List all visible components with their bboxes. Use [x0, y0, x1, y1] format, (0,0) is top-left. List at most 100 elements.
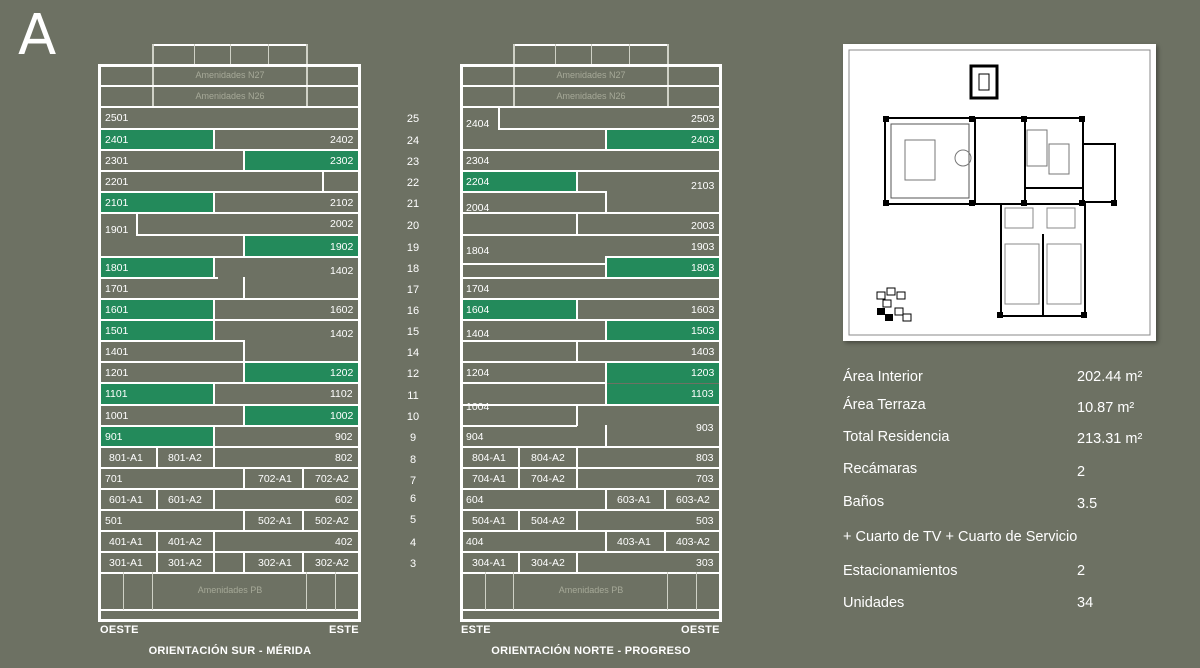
unit-1503-available[interactable]	[607, 321, 719, 340]
unit-label: 302-A1	[258, 557, 292, 569]
unit-2403-available[interactable]	[607, 130, 719, 149]
stat-recamaras-label: Recámaras	[843, 461, 918, 477]
unit-label: 603-A1	[617, 494, 651, 506]
unit-label: 2404	[466, 118, 490, 130]
floor-number: 17	[406, 284, 420, 296]
unit-label: 401-A2	[168, 536, 202, 548]
unit-label: 304-A2	[531, 557, 565, 569]
unit-label: 504-A2	[531, 515, 565, 527]
floor-number: 18	[406, 263, 420, 275]
stat-banos-label: Baños	[843, 494, 885, 510]
unit-label: 303	[696, 557, 714, 569]
north-left-direction: ESTE	[461, 624, 491, 636]
stat-extras-label: + Cuarto de TV + Cuarto de Servicio	[843, 529, 1078, 545]
north-orientation-title: ORIENTACIÓN NORTE - PROGRESO	[491, 645, 691, 657]
stat-area-interior-label: Área Interior	[843, 369, 923, 385]
unit-label: 603-A2	[676, 494, 710, 506]
floor-number: 25	[406, 113, 420, 125]
unit-label: 1903	[691, 241, 715, 253]
floor-number: 21	[406, 198, 420, 210]
tower-letter: A	[18, 3, 57, 68]
stat-banos-value: 3.5	[1077, 496, 1098, 512]
unit-label: 2403	[691, 134, 715, 146]
south-orientation-title: ORIENTACIÓN SUR - MÉRIDA	[148, 645, 312, 657]
unit-label: 702-A1	[258, 473, 292, 485]
unit-label: 501	[105, 515, 123, 527]
unit-1604-available[interactable]	[463, 300, 576, 319]
floor-number: 10	[406, 411, 420, 423]
floor-number: 15	[406, 326, 420, 338]
unit-label: 1001	[105, 410, 129, 422]
stat-estacionamientos-label: Estacionamientos	[843, 563, 958, 579]
unit-label: 2302	[330, 155, 354, 167]
unit-1801-available[interactable]	[101, 258, 213, 277]
unit-label: 1404	[466, 328, 490, 340]
unit-label: 1604	[466, 304, 490, 316]
unit-label: 1601	[105, 304, 129, 316]
unit-1601-available[interactable]	[101, 300, 213, 319]
unit-label: 2103	[691, 180, 715, 192]
unit-label: 704-A1	[472, 473, 506, 485]
unit-label: 804-A1	[472, 452, 506, 464]
south-elevation: Amenidades N27 Amenidades N26 Amenidades…	[0, 0, 400, 668]
floor-number: 11	[407, 390, 419, 402]
floor-number: 16	[406, 305, 420, 317]
unit-label: 1804	[466, 245, 490, 257]
unit-label: 2002	[330, 218, 354, 230]
unit-label: 1103	[691, 388, 714, 400]
unit-label: 2401	[105, 134, 129, 146]
unit-2101-available[interactable]	[101, 193, 213, 212]
unit-901-available[interactable]	[101, 427, 213, 446]
floor-number-column: 25 24 23 22 21 20 19 18 17 16 15 14 12 1…	[398, 0, 428, 668]
amenidades-pb: Amenidades PB	[197, 585, 263, 595]
unit-1101-available[interactable]	[101, 384, 213, 404]
unit-label: 1602	[330, 304, 354, 316]
unit-1803-available[interactable]	[607, 258, 719, 277]
amenidades-n27: Amenidades N27	[195, 70, 265, 80]
floor-number: 24	[406, 135, 420, 147]
unit-label: 802	[335, 452, 353, 464]
unit-label: 1202	[330, 367, 354, 379]
unit-2401-available[interactable]	[101, 130, 213, 149]
unit-label: 803	[696, 452, 714, 464]
unit-1202-available[interactable]	[245, 363, 358, 382]
floor-number: 6	[409, 493, 417, 505]
amenidades-pb: Amenidades PB	[558, 585, 624, 595]
south-right-direction: ESTE	[329, 624, 359, 636]
amenidades-n26: Amenidades N26	[556, 91, 626, 101]
unit-label: 2301	[105, 155, 129, 167]
unit-2302-available[interactable]	[245, 151, 358, 170]
unit-label: 2102	[330, 197, 354, 209]
floor-number: 12	[406, 368, 420, 380]
unit-label: 902	[335, 431, 353, 443]
unit-label: 901	[105, 431, 123, 443]
unit-label: 403-A1	[617, 536, 651, 548]
unit-label: 1402	[330, 265, 354, 277]
unit-1501-available[interactable]	[101, 321, 213, 340]
unit-label: 1704	[466, 283, 490, 295]
unit-label: 401-A1	[109, 536, 143, 548]
unit-label: 503	[696, 515, 714, 527]
unit-1002-available[interactable]	[245, 406, 358, 425]
unit-1203-available[interactable]	[607, 363, 719, 383]
floor-number: 8	[409, 454, 417, 466]
unit-1103-available[interactable]	[607, 384, 719, 404]
unit-label: 301-A2	[168, 557, 202, 569]
stat-area-interior-value: 202.44 m²	[1077, 369, 1143, 385]
unit-label: 1004	[466, 401, 490, 413]
unit-label: 904	[466, 431, 484, 443]
unit-label: 2204	[466, 176, 490, 188]
unit-label: 2503	[691, 113, 715, 125]
floor-number: 9	[409, 432, 417, 444]
unit-label: 1204	[466, 367, 490, 379]
stat-area-terraza-value: 10.87 m²	[1077, 400, 1135, 416]
unit-1902-available[interactable]	[245, 236, 358, 256]
unit-label: 2004	[466, 202, 490, 214]
unit-2204-available[interactable]	[463, 172, 576, 191]
north-elevation: Amenidades N27 Amenidades N26 Amenidades…	[460, 44, 722, 657]
unit-label: 1203	[691, 367, 715, 379]
floor-number: 7	[409, 475, 417, 487]
unit-label: 2501	[105, 112, 129, 124]
unit-label: 2003	[691, 220, 715, 232]
unit-label: 304-A1	[472, 557, 506, 569]
